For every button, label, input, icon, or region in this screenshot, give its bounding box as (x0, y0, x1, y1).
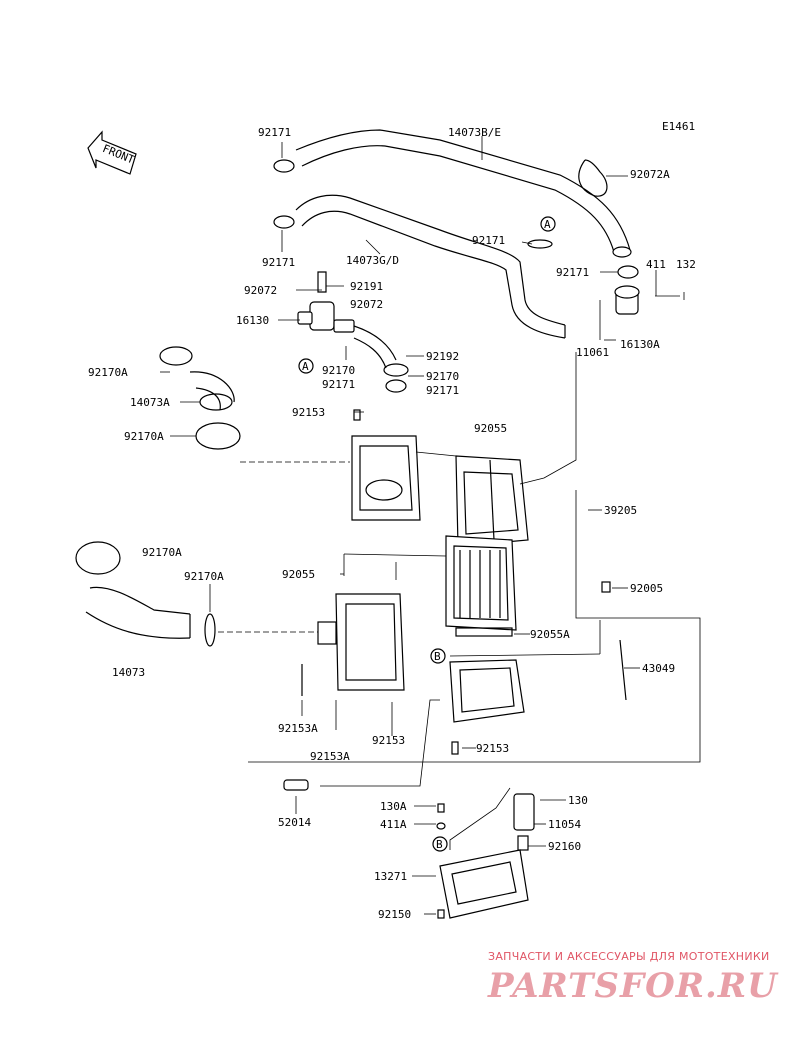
label-92153: 92153 (476, 742, 509, 755)
label-132: 132 (676, 258, 696, 271)
bracket-11054 (513, 793, 535, 851)
pad-13271 (439, 849, 529, 919)
fitting-52014 (283, 779, 309, 791)
bolt-92153-right (451, 741, 459, 755)
label-11061: 11061 (576, 346, 609, 359)
label-92171: 92171 (426, 384, 459, 397)
rod-43049 (619, 639, 627, 701)
clamp-92171-right (617, 265, 639, 279)
hose-14073gd (295, 194, 566, 339)
watermark-logo: PARTSFOR.RU (488, 966, 778, 1006)
clamp-92171-top (273, 159, 295, 173)
label-14073be: 14073B/E (448, 126, 501, 139)
duct-14073 (75, 541, 318, 647)
label-92153: 92153 (372, 734, 405, 747)
label-16130: 16130 (236, 314, 269, 327)
svg-text:B: B (434, 650, 441, 663)
label-411a: 411A (380, 818, 407, 831)
label-11054: 11054 (548, 818, 581, 831)
label-92153a: 92153A (310, 750, 350, 763)
label-14073a: 14073A (130, 396, 170, 409)
clamp-92072a (578, 159, 608, 197)
label-92171: 92171 (472, 234, 505, 247)
label-92171: 92171 (322, 378, 355, 391)
label-43049: 43049 (642, 662, 675, 675)
svg-text:A: A (544, 218, 551, 231)
label-92170: 92170 (322, 364, 355, 377)
bolt-130a (437, 803, 445, 813)
intercooler-core (445, 535, 517, 631)
label-92153a: 92153A (278, 722, 318, 735)
svg-text:B: B (436, 838, 443, 851)
label-92055: 92055 (282, 568, 315, 581)
washer-411a (436, 822, 446, 830)
label-92170a: 92170A (88, 366, 128, 379)
label-92171: 92171 (262, 256, 295, 269)
label-13271: 13271 (374, 870, 407, 883)
label-14073: 14073 (112, 666, 145, 679)
label-92150: 92150 (378, 908, 411, 921)
plenum-cover-upper (351, 435, 421, 521)
clamp-92171-a (527, 239, 553, 249)
hose-14073a (159, 346, 350, 463)
gasket-92055a (455, 627, 513, 637)
clamp-92171-mid (273, 215, 295, 229)
label-39205: 39205 (604, 504, 637, 517)
label-92170a: 92170A (124, 430, 164, 443)
hose-14073be (295, 129, 632, 258)
plenum-cover-lower (317, 593, 405, 691)
valve-16130 (297, 271, 409, 377)
marker-a-top: A (540, 216, 556, 232)
clamp-92171-lower (385, 379, 407, 393)
label-411: 411 (646, 258, 666, 271)
fitting-16130a (614, 285, 640, 315)
label-92072: 92072 (244, 284, 277, 297)
svg-text:A: A (302, 360, 309, 373)
label-92191: 92191 (350, 280, 383, 293)
bolt-92150 (437, 909, 445, 919)
label-92170a: 92170A (184, 570, 224, 583)
label-92072a: 92072A (630, 168, 670, 181)
plug-92005 (601, 581, 611, 593)
label-92171: 92171 (258, 126, 291, 139)
label-52014: 52014 (278, 816, 311, 829)
label-16130a: 16130A (620, 338, 660, 351)
label-92171: 92171 (556, 266, 589, 279)
label-92170a: 92170A (142, 546, 182, 559)
label-130a: 130A (380, 800, 407, 813)
label-92072: 92072 (350, 298, 383, 311)
intercooler-lower (449, 659, 525, 723)
watermark-caption: ЗАПЧАСТИ И АКСЕССУАРЫ ДЛЯ МОТОТЕХНИКИ (488, 950, 770, 963)
bolt-92153-top (353, 409, 361, 421)
intercooler-upper (455, 455, 529, 547)
front-arrow-icon: FRONT (87, 130, 137, 175)
label-92160: 92160 (548, 840, 581, 853)
label-92055: 92055 (474, 422, 507, 435)
marker-b-bottom: B (432, 836, 448, 852)
marker-b-top: B (430, 648, 446, 664)
figure-code: E1461 (662, 120, 695, 133)
label-14073gd: 14073G/D (346, 254, 399, 267)
part-labels: 92171 14073B/E 92072A 92171 92171 14073G… (88, 126, 696, 921)
marker-a-left: A (298, 358, 314, 374)
label-92153: 92153 (292, 406, 325, 419)
label-92055a: 92055A (530, 628, 570, 641)
label-92005: 92005 (630, 582, 663, 595)
label-92192: 92192 (426, 350, 459, 363)
leader-lines (160, 136, 701, 915)
label-130: 130 (568, 794, 588, 807)
label-92170: 92170 (426, 370, 459, 383)
